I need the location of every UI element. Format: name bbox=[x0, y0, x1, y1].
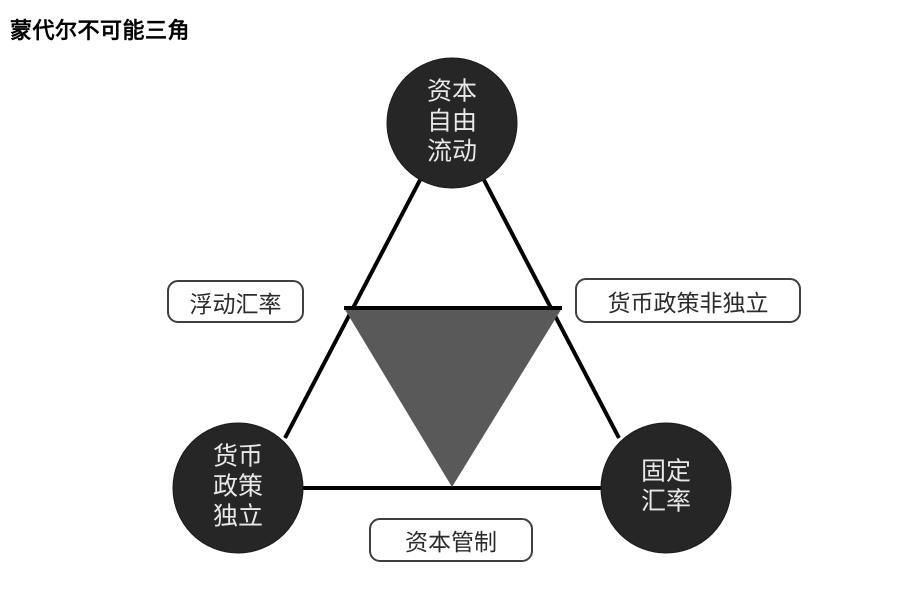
edge-tag-non-independent-monetary-policy[interactable]: 货币政策非独立 bbox=[575, 278, 801, 323]
node-bottom-left[interactable]: 货币 政策 独立 bbox=[172, 422, 304, 554]
node-bottom-left-label-line-1: 货币 bbox=[213, 443, 263, 471]
node-bottom-right-label-line-2: 汇率 bbox=[641, 488, 691, 516]
node-top-circle[interactable] bbox=[386, 57, 518, 189]
node-top-label-line-3: 流动 bbox=[427, 138, 477, 166]
node-bottom-right[interactable]: 固定 汇率 bbox=[600, 422, 732, 554]
node-bottom-right-circle[interactable] bbox=[600, 422, 732, 554]
node-bottom-left-circle[interactable] bbox=[172, 422, 304, 554]
node-bottom-left-label-line-2: 政策 bbox=[213, 473, 263, 501]
node-bottom-right-label-line-1: 固定 bbox=[641, 458, 691, 486]
edge-tag-capital-controls[interactable]: 资本管制 bbox=[369, 518, 533, 562]
edge-tag-floating-exchange-rate[interactable]: 浮动汇率 bbox=[167, 280, 304, 323]
inner-triangle bbox=[344, 308, 562, 487]
node-top-label-line-1: 资本 bbox=[427, 78, 477, 106]
node-top-label-line-2: 自由 bbox=[427, 108, 477, 136]
node-bottom-left-label-line-3: 独立 bbox=[213, 503, 263, 531]
node-top[interactable]: 资本 自由 流动 bbox=[386, 57, 518, 189]
page-title: 蒙代尔不可能三角 bbox=[10, 18, 191, 43]
